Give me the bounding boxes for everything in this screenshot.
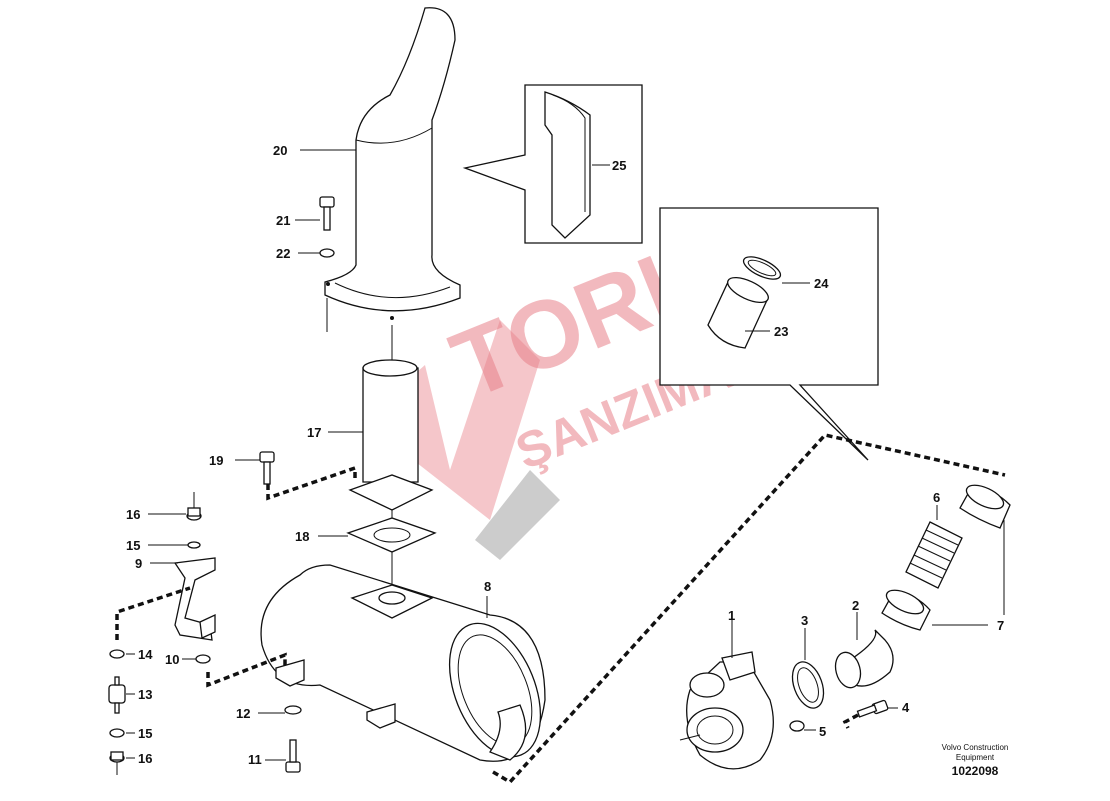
callout-10: 10 [165,652,179,667]
callout-20: 20 [273,143,287,158]
clamp-part-3 [791,628,825,709]
callout-12: 12 [236,706,250,721]
washer-part-5 [789,720,816,732]
publisher-credit: Volvo Construction Equipment 1022098 [942,743,1009,778]
callout-23: 23 [774,324,788,339]
callout-9: 9 [135,556,142,571]
callout-4: 4 [902,700,910,715]
turbocharger-part-1 [679,620,774,770]
callout-11: 11 [248,752,262,767]
gasket-part-18 [318,510,437,553]
callout-21: 21 [276,213,290,228]
callout-7: 7 [997,618,1004,633]
callout-22: 22 [276,246,290,261]
callout-16-upper: 16 [126,507,140,522]
detail-box-23-24 [659,207,879,461]
watermark-logo-mark [362,320,540,520]
pipe-part-17 [328,325,434,511]
credit-line-2: Equipment [956,753,995,762]
callout-24: 24 [814,276,829,291]
mount-hardware [108,492,302,775]
document-number: 1022098 [952,764,999,778]
credit-line-1: Volvo Construction [942,743,1009,752]
callout-17: 17 [307,425,321,440]
bolt-part-19 [235,451,357,501]
callout-19: 19 [209,453,223,468]
exhaust-stack-part-20 [300,7,461,332]
callout-15-lower: 15 [138,726,152,741]
callout-25: 25 [612,158,626,173]
bellows-part-6 [905,505,963,589]
bolt-21-washer-22 [295,196,335,258]
elbow-part-2 [834,612,894,689]
callout-15-upper: 15 [126,538,140,553]
callout-13: 13 [138,687,152,702]
bolt-part-4 [842,699,898,729]
callout-16-lower: 16 [138,751,152,766]
callout-18: 18 [295,529,309,544]
detail-box-25 [462,84,643,244]
callout-labels: 1 2 3 4 5 6 7 8 9 10 11 12 13 14 15 15 1… [126,143,1004,767]
assembly-dash-line [492,433,1006,785]
callout-5: 5 [819,724,826,739]
callout-3: 3 [801,613,808,628]
callout-14: 14 [138,647,153,662]
bracket-part-9 [150,557,216,641]
watermark-logo-accent [475,470,560,560]
callout-2: 2 [852,598,859,613]
callout-6: 6 [933,490,940,505]
clamp-part-7 [881,484,1011,631]
callout-8: 8 [484,579,491,594]
callout-1: 1 [728,608,735,623]
muffler-part-8 [260,552,546,762]
